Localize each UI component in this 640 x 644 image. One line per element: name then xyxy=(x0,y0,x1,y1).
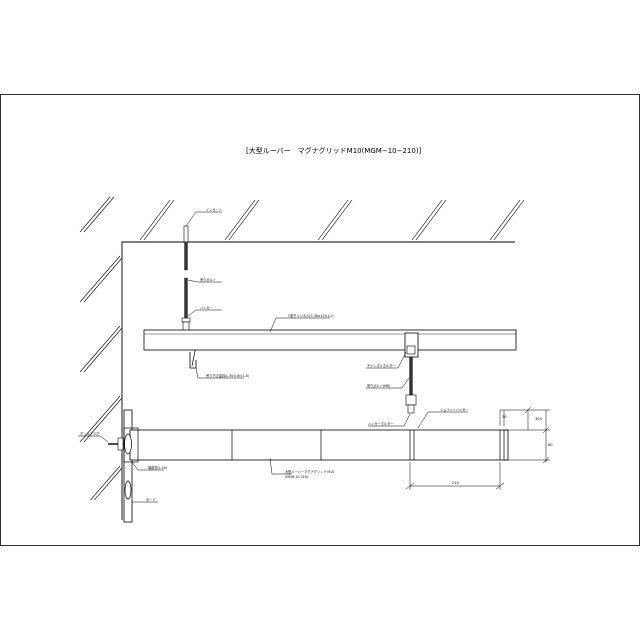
drawing-title: [大型ルーバー マグナグリッドM10(MGM−10−210)] xyxy=(246,146,422,155)
insert-anchor xyxy=(183,225,189,243)
label-hanger-holder: ハンガーホルダー xyxy=(368,421,394,426)
channel-holder-assembly xyxy=(404,332,419,414)
label-board: ボード xyxy=(146,497,156,502)
label-insert: インサート xyxy=(206,207,222,212)
label-louver-member: 大型ルーバーマグナグリッド M10 xyxy=(285,469,334,474)
hanger-bolt-upper xyxy=(184,241,188,271)
hanger-bolt-lower xyxy=(184,277,188,319)
label-c-channel: C型チャンネル(C-38×12×1.2) xyxy=(288,313,334,318)
label-hanger: ハンガー xyxy=(200,305,213,310)
label-joint-hanger: ジョイントハンガー xyxy=(440,407,469,412)
l-bracket xyxy=(189,352,197,369)
louver-member xyxy=(123,427,509,463)
slab-outline xyxy=(121,241,515,520)
hanger-nut xyxy=(181,317,191,323)
leader-lines xyxy=(78,211,468,503)
label-wall-plug: ホールプラグ xyxy=(80,431,100,436)
label-channel-holder: チャンネルホルダー xyxy=(367,363,396,368)
concrete-hatching xyxy=(79,196,525,500)
dim-pitch: 210 xyxy=(452,481,460,485)
dim-top-offset: 30 xyxy=(502,415,507,419)
dim-height: 60 xyxy=(548,443,553,447)
edge-angle xyxy=(123,427,139,463)
dim-right-top: 300 xyxy=(535,417,543,421)
label-hanger-bolt-m8: 吊りボルト(M8) xyxy=(367,383,390,388)
c-channel xyxy=(143,329,517,351)
drawing-frame xyxy=(0,94,640,546)
label-louver-member-sub: (MGM-10-210) xyxy=(285,475,308,479)
dimension-lines xyxy=(405,406,550,490)
label-l-bracket: 吊り下げ金具(L-30×30×1.6) xyxy=(206,373,249,378)
hanger-holder xyxy=(405,394,417,406)
label-hanger-bolt: 吊りボルト xyxy=(200,277,216,282)
label-edge-angle: 端部材(L-40) xyxy=(148,465,167,470)
wall-board xyxy=(123,409,133,523)
wall-plug xyxy=(108,433,132,500)
drop-bolt xyxy=(409,356,413,396)
